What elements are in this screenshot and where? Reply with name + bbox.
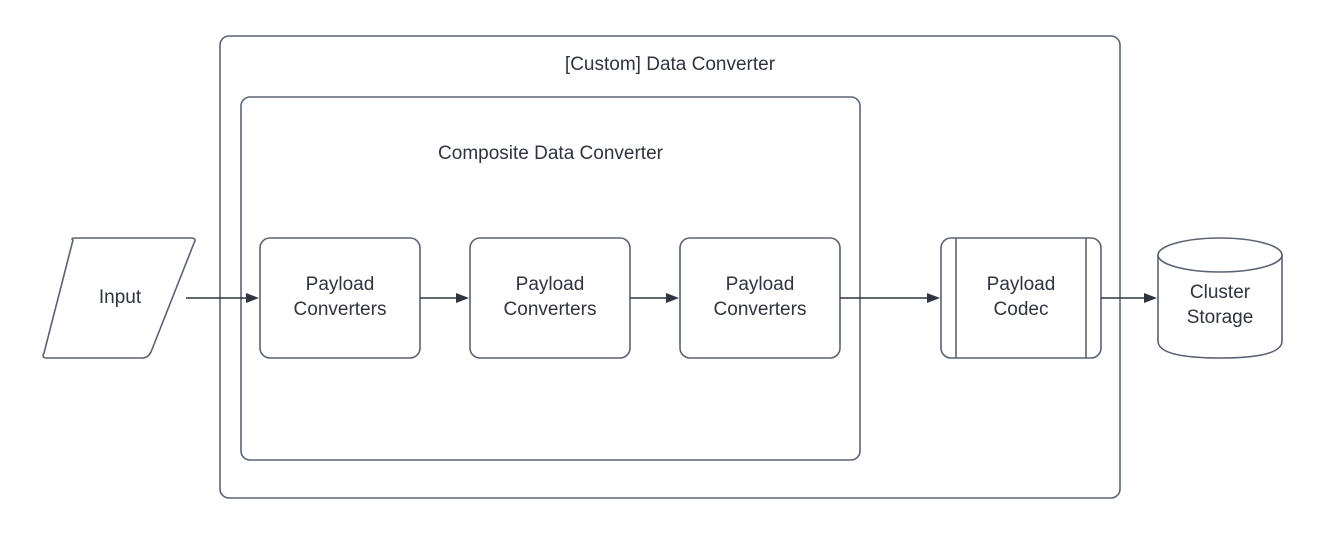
edge-pc2-to-pc3-arrowhead: [666, 293, 679, 303]
edge-pc3-to-codec-arrowhead: [927, 293, 940, 303]
node-payload-converters-1-shape[interactable]: [259, 237, 421, 359]
edge-codec-to-storage-arrowhead: [1144, 293, 1157, 303]
container-custom-data-converter[interactable]: [219, 35, 1121, 499]
node-payload-codec-shape[interactable]: [940, 237, 1102, 359]
node-input-shape[interactable]: [42, 237, 196, 359]
container-composite-data-converter[interactable]: [240, 96, 861, 461]
edge-pc1-to-pc2-arrowhead: [456, 293, 469, 303]
node-payload-converters-3-shape[interactable]: [679, 237, 841, 359]
edge-input-to-pc1-arrowhead: [246, 293, 259, 303]
node-cluster-storage-top: [1157, 237, 1283, 273]
node-payload-converters-2-shape[interactable]: [469, 237, 631, 359]
node-cluster-storage-body[interactable]: [1157, 254, 1283, 359]
